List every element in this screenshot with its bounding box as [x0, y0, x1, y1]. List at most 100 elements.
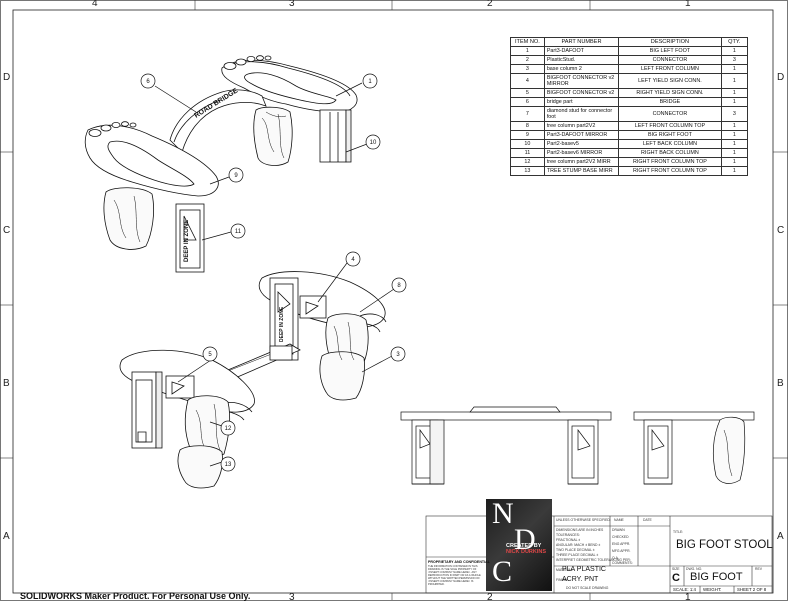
- bom-cell-qty: 1: [720, 64, 749, 74]
- tb-date-label: DATE: [643, 518, 652, 522]
- tb-weight: WEIGHT:: [703, 587, 722, 592]
- tb-material-label: MATERIAL: [556, 568, 573, 572]
- balloon-6-label: 6: [146, 79, 150, 85]
- title-block-frame: [425, 515, 773, 594]
- tb-comments: COMMENTS:: [612, 561, 633, 565]
- isometric-view-bottom: DEEP IN ZONE: [119, 271, 387, 489]
- bom-header-part: PART NUMBER: [543, 37, 620, 47]
- tb-finish-label: FINISH: [556, 578, 568, 582]
- logo-author: NICK DURKINS: [506, 549, 547, 555]
- bridge-part: [169, 89, 267, 153]
- zone-row-d-right: D: [777, 72, 785, 83]
- tb-qa: Q.A.: [612, 556, 619, 560]
- logo-letter-n: N: [492, 499, 514, 530]
- balloon-1: [362, 73, 378, 89]
- balloon-9: [228, 167, 244, 183]
- tb-checked: CHECKED: [612, 535, 629, 539]
- bom-cell-item: 11: [510, 148, 545, 158]
- bom-header-item: ITEM NO.: [510, 37, 545, 47]
- isometric-view-top: ROAD BRIDGE DEEP IN ZONE: [84, 55, 358, 273]
- bom-cell-item: 4: [510, 73, 545, 89]
- tb-size: C: [672, 572, 680, 584]
- balloon-5: [202, 346, 218, 362]
- bom-cell-part: Part2-basev5: [543, 139, 620, 149]
- solidworks-footer: SOLIDWORKS Maker Product. For Personal U…: [20, 591, 251, 601]
- sign-engraving: DEEP IN ZONE: [184, 220, 190, 262]
- balloon-5-label: 5: [208, 352, 212, 358]
- bom-cell-item: 8: [510, 121, 545, 131]
- balloon-6: [140, 73, 156, 89]
- bom-cell-item: 13: [510, 166, 545, 176]
- balloons-top: [140, 73, 381, 241]
- bom-cell-part: tree column part2V2: [543, 121, 620, 131]
- balloon-8: [391, 277, 407, 293]
- bom-cell-desc: BIG LEFT FOOT: [618, 46, 722, 56]
- bom-cell-desc: LEFT FRONT COLUMN: [618, 64, 722, 74]
- balloon-11: [230, 223, 246, 239]
- bom-cell-desc: LEFT BACK COLUMN: [618, 139, 722, 149]
- tb-eng-appr: ENG APPR.: [612, 542, 631, 546]
- bom-cell-part: bridge part: [543, 97, 620, 107]
- zone-col-3: 3: [289, 0, 295, 9]
- bom-cell-qty: 1: [720, 148, 749, 158]
- bom-header-qty: QTY.: [720, 37, 749, 47]
- bom-cell-item: 7: [510, 106, 545, 122]
- tb-drawn: DRAWN: [612, 528, 625, 532]
- drawing-number: BIG FOOT: [690, 571, 743, 583]
- bom-cell-item: 1: [510, 46, 545, 56]
- bom-cell-desc: CONNECTOR: [618, 106, 722, 122]
- bom-cell-qty: 1: [720, 157, 749, 167]
- balloon-8-label: 8: [397, 283, 401, 289]
- tb-dims-note: DIMENSIONS ARE IN INCHES: [556, 528, 604, 532]
- balloon-13: [220, 456, 236, 472]
- bom-cell-part: diamond stud for connector foot: [543, 106, 620, 122]
- tb-finish: ACRY. PNT: [562, 576, 599, 583]
- tb-proprietary-body: THE INFORMATION CONTAINED IN THIS DRAWIN…: [428, 565, 481, 586]
- bom-cell-qty: 3: [720, 55, 749, 65]
- tb-fractional: FRACTIONAL ±: [556, 538, 581, 542]
- side-view: [633, 411, 755, 485]
- tb-size-label: SIZE: [672, 567, 680, 571]
- bom-cell-item: 6: [510, 97, 545, 107]
- bom-cell-desc: BRIDGE: [618, 97, 722, 107]
- zone-row-c-left: C: [3, 225, 11, 236]
- sign-engraving-bottom: DEEP IN ZONE: [279, 306, 285, 342]
- balloon-10-label: 10: [370, 140, 377, 146]
- balloon-1-label: 1: [368, 79, 372, 85]
- zone-row-b-left: B: [3, 378, 10, 389]
- zone-row-c-right: C: [777, 225, 785, 236]
- tb-dwg-label: DWG. NO.: [686, 567, 703, 571]
- tb-interpret: INTERPRET GEOMETRIC TOLERANCING PER:: [556, 558, 631, 562]
- bom-cell-item: 9: [510, 130, 545, 140]
- bom-cell-desc: RIGHT FRONT COLUMN TOP: [618, 157, 722, 167]
- bom-cell-part: Part2-basev6 MIRROR: [543, 148, 620, 158]
- zone-col-2: 2: [487, 0, 493, 9]
- zone-col-3-bottom: 3: [289, 592, 295, 603]
- bom-header-desc: DESCRIPTION: [618, 37, 722, 47]
- tb-material: PLA PLASTIC: [562, 566, 606, 573]
- bom-cell-part: Part3-DAFOOT MIRROR: [543, 130, 620, 140]
- bom-cell-qty: 1: [720, 88, 749, 98]
- tb-do-not-scale: DO NOT SCALE DRAWING: [566, 586, 609, 590]
- balloon-12-label: 12: [225, 426, 232, 432]
- tb-name-label: NAME: [614, 518, 624, 522]
- logo-letter-c: C: [492, 555, 513, 588]
- balloon-10: [365, 134, 381, 150]
- bom-cell-qty: 1: [720, 97, 749, 107]
- bom-cell-part: tree column part2V2 MIRR: [543, 157, 620, 167]
- zone-row-d-left: D: [3, 72, 11, 83]
- bom-cell-item: 12: [510, 157, 545, 167]
- bom-cell-item: 5: [510, 88, 545, 98]
